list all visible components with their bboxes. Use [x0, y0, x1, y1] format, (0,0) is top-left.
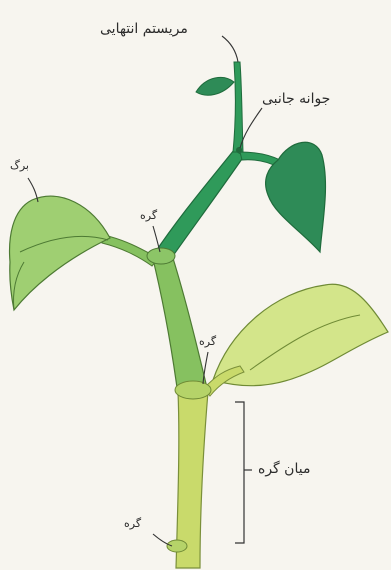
- label-node-bottom: گره: [124, 518, 141, 529]
- middle-stem: [152, 255, 208, 395]
- lateral-bud: [236, 147, 242, 153]
- label-internode: میان گره: [258, 462, 310, 476]
- leaf-apex: [196, 77, 234, 95]
- label-node-upper: گره: [140, 210, 157, 221]
- upper-stem: [152, 150, 244, 260]
- label-apical-meristem: مریستم انتهایی: [100, 22, 188, 36]
- label-node-middle: گره: [199, 336, 216, 347]
- leaf-left: [10, 196, 110, 310]
- internode-bracket: [235, 402, 252, 543]
- label-lateral-bud: جوانه جانبی: [262, 92, 330, 106]
- label-leaf: برگ: [10, 160, 29, 171]
- leader-lines: [28, 36, 262, 546]
